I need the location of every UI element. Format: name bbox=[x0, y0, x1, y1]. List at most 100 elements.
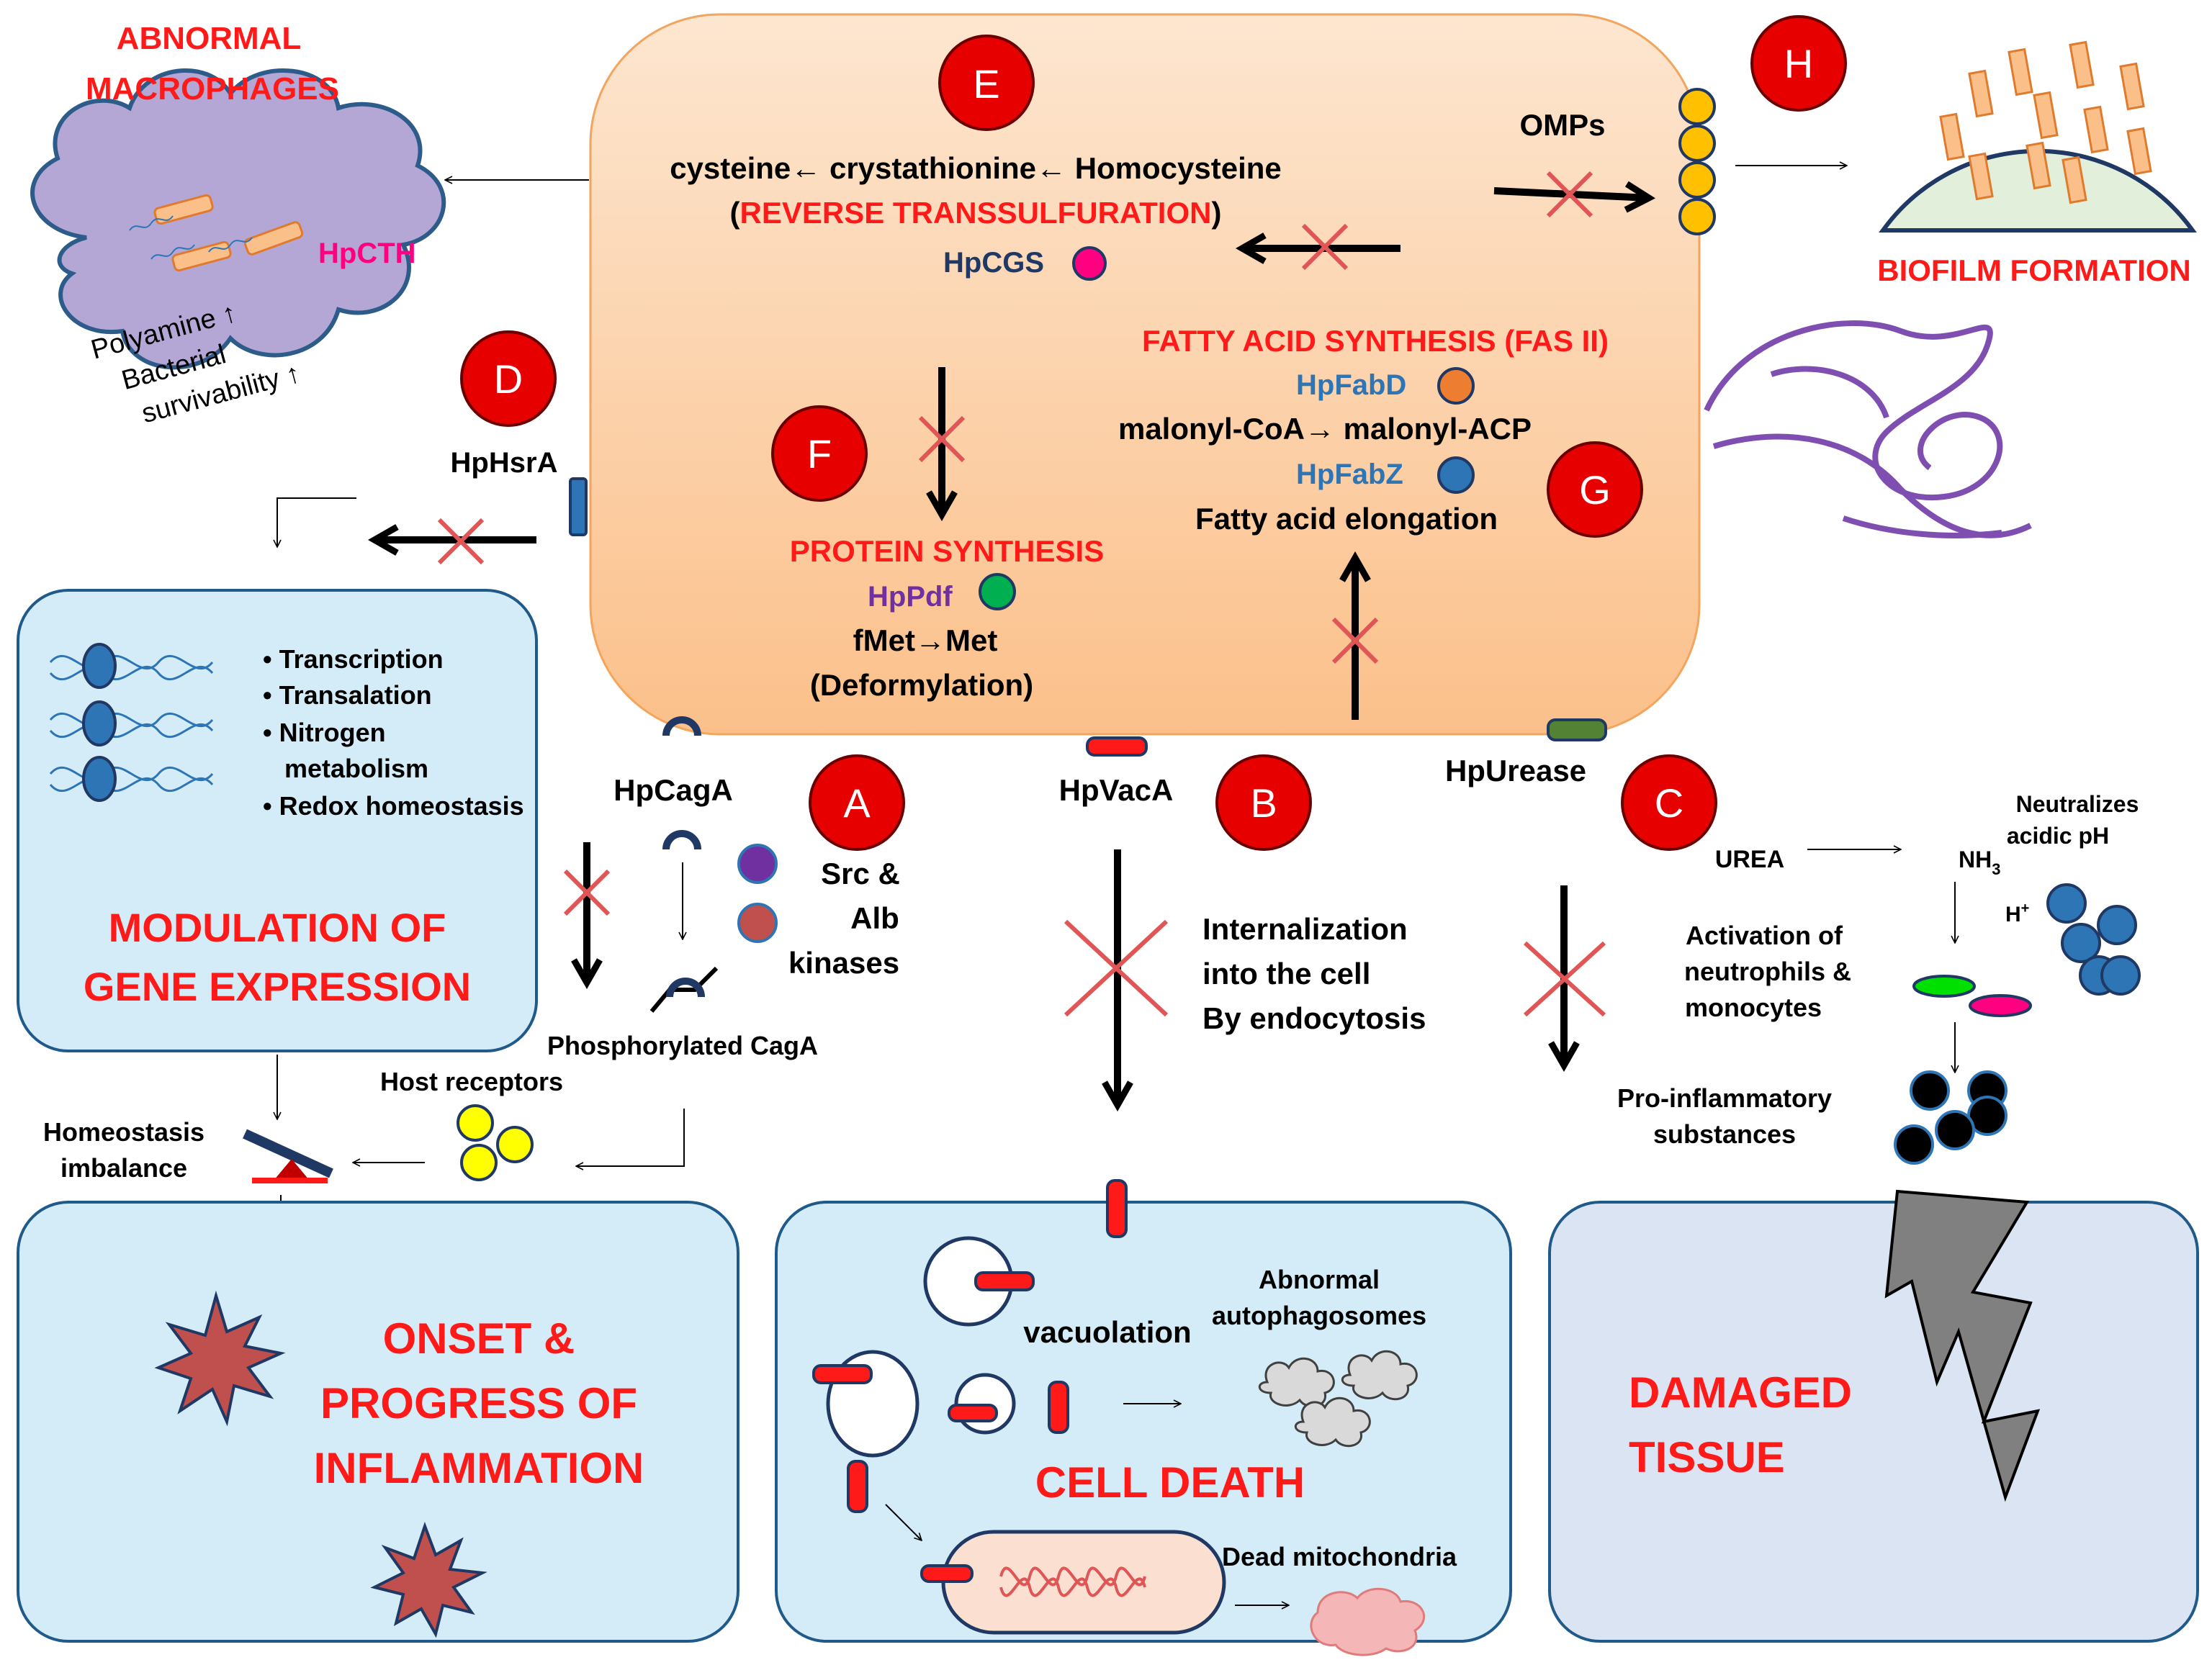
block-cross-vaca bbox=[1064, 919, 1169, 1017]
src-kinase-dot bbox=[737, 844, 778, 884]
hpcgs-label: HpCGS bbox=[943, 247, 1044, 279]
svg-text:D: D bbox=[494, 356, 523, 402]
hsra-bound-proteins bbox=[82, 643, 117, 802]
damaged-tissue-line-2: TISSUE bbox=[1629, 1433, 1785, 1481]
svg-text:F: F bbox=[807, 431, 832, 477]
transsulfuration-title: (REVERSE TRANSSULFURATION) bbox=[730, 196, 1222, 230]
gene-bullet-3: • Nitrogen bbox=[263, 718, 386, 747]
inflammation-star-2 bbox=[370, 1522, 487, 1638]
svg-text:G: G bbox=[1579, 467, 1611, 513]
neutralizes-line-2: acidic pH bbox=[2007, 823, 2109, 849]
protein-title: PROTEIN SYNTHESIS bbox=[790, 534, 1104, 568]
bacterial-cell bbox=[589, 13, 1701, 736]
cell-death-title: CELL DEATH bbox=[1035, 1458, 1305, 1507]
protein-reaction: fMet→Met bbox=[853, 623, 998, 657]
circle-label-D: D bbox=[460, 330, 557, 427]
biofilm-fibers bbox=[1704, 320, 2032, 538]
homeostasis-line-2: imbalance bbox=[60, 1153, 187, 1183]
inflammation-box bbox=[17, 1201, 739, 1643]
biofilm-dome bbox=[1879, 40, 2197, 233]
protein-process: (Deformylation) bbox=[810, 668, 1033, 702]
macrophages-title-2: MACROPHAGES bbox=[86, 71, 339, 107]
hppdf-dot bbox=[979, 573, 1016, 610]
inflammation-star-1 bbox=[154, 1290, 286, 1427]
damaged-tissue-box bbox=[1548, 1201, 2199, 1643]
fas-reaction: malonyl-CoA→ malonyl-ACP bbox=[1118, 412, 1532, 446]
fas-process: Fatty acid elongation bbox=[1195, 502, 1498, 536]
inflammation-line-3: INFLAMMATION bbox=[314, 1444, 644, 1492]
circle-label-H: H bbox=[1750, 15, 1847, 112]
gene-expression-title-1: MODULATION OF bbox=[109, 905, 446, 950]
monocyte-icon bbox=[1969, 994, 2032, 1017]
hpfabd-label: HpFabD bbox=[1296, 369, 1406, 401]
macrophages-title-1: ABNORMAL bbox=[117, 21, 302, 56]
proinflammatory-line-2: substances bbox=[1653, 1119, 1796, 1149]
damaged-tissue-line-1: DAMAGED bbox=[1629, 1368, 1852, 1417]
transsulfuration-pathway: cysteine← crystathionine← Homocysteine bbox=[670, 151, 1282, 185]
svg-text:A: A bbox=[843, 780, 871, 826]
mitochondrion bbox=[920, 1530, 1226, 1635]
internalization-line-2: into the cell bbox=[1202, 957, 1370, 991]
hsra-label: HpHsrA bbox=[451, 447, 558, 479]
circle-label-B: B bbox=[1215, 754, 1312, 851]
circle-label-A: A bbox=[809, 754, 905, 851]
urease-membrane-icon bbox=[1547, 718, 1607, 741]
arrow-hsra-to-gene bbox=[277, 497, 356, 547]
vacuolation-label: vacuolation bbox=[1023, 1315, 1191, 1349]
svg-text:H: H bbox=[1784, 41, 1813, 86]
alb-kinase-dot bbox=[737, 903, 778, 943]
svg-text:E: E bbox=[973, 61, 999, 107]
inflammation-line-1: ONSET & bbox=[383, 1314, 575, 1363]
circle-label-G: G bbox=[1547, 441, 1643, 538]
inflammation-line-2: PROGRESS OF bbox=[320, 1379, 637, 1427]
balance-icon bbox=[243, 1129, 333, 1183]
vaca-membrane-icon bbox=[1086, 736, 1148, 757]
hplus-label: H+ bbox=[2005, 901, 2029, 926]
svg-text:C: C bbox=[1655, 780, 1683, 826]
hplus-ions bbox=[2046, 883, 2141, 996]
lightning-icon bbox=[1884, 1189, 2041, 1502]
internalization-line-3: By endocytosis bbox=[1202, 1001, 1426, 1035]
neutrophil-icon bbox=[1912, 975, 1976, 998]
gene-expression-box bbox=[17, 589, 538, 1052]
caga-membrane-icon bbox=[662, 716, 701, 736]
arrow-to-mitochondria bbox=[885, 1504, 922, 1540]
hpfabz-dot bbox=[1437, 456, 1475, 494]
caga-label: HpCagA bbox=[613, 773, 733, 807]
gene-expression-title-2: GENE EXPRESSION bbox=[84, 964, 471, 1009]
caga-free-icon bbox=[662, 830, 701, 850]
circle-label-F: F bbox=[771, 405, 868, 502]
omps-label: OMPs bbox=[1519, 108, 1605, 142]
circle-label-E: E bbox=[938, 35, 1035, 131]
gene-bullet-3b: metabolism bbox=[284, 754, 428, 783]
svg-text:B: B bbox=[1250, 780, 1277, 826]
block-cross-urease bbox=[1523, 941, 1606, 1017]
hppdf-label: HpPdf bbox=[868, 581, 953, 613]
phospho-caga-label: Phosphorylated CagA bbox=[547, 1031, 818, 1060]
hpcgs-dot bbox=[1072, 246, 1107, 281]
omp-proteins bbox=[1678, 88, 1716, 235]
fas-title: FATTY ACID SYNTHESIS (FAS II) bbox=[1142, 324, 1609, 358]
hsra-protein bbox=[569, 477, 588, 536]
vacuoles bbox=[812, 1236, 1069, 1513]
gene-bullet-2: • Transalation bbox=[263, 680, 432, 710]
activation-line-2: neutrophils & bbox=[1684, 957, 1851, 986]
homeostasis-line-1: Homeostasis bbox=[43, 1117, 204, 1147]
host-receptor-dots bbox=[457, 1104, 534, 1181]
dead-mitochondria-cloud bbox=[1310, 1587, 1425, 1656]
hpfabz-label: HpFabZ bbox=[1296, 459, 1403, 490]
activation-line-3: monocytes bbox=[1685, 993, 1822, 1022]
gene-bullet-1: • Transcription bbox=[263, 644, 444, 674]
urea-label: UREA bbox=[1715, 846, 1784, 873]
hpcth-label: HpCTH bbox=[318, 238, 416, 269]
dna-strands bbox=[49, 655, 214, 792]
kinases-line-3: kinases bbox=[788, 946, 899, 980]
circle-label-C: C bbox=[1621, 754, 1717, 851]
biofilm-label: BIOFILM FORMATION bbox=[1877, 253, 2190, 287]
dead-mitochondria-label: Dead mitochondria bbox=[1222, 1542, 1457, 1571]
macrophage-cloud bbox=[30, 68, 446, 370]
internalization-line-1: Internalization bbox=[1202, 912, 1408, 946]
autophagosome-clouds bbox=[1258, 1350, 1418, 1448]
vaca-on-membrane bbox=[1106, 1179, 1128, 1238]
